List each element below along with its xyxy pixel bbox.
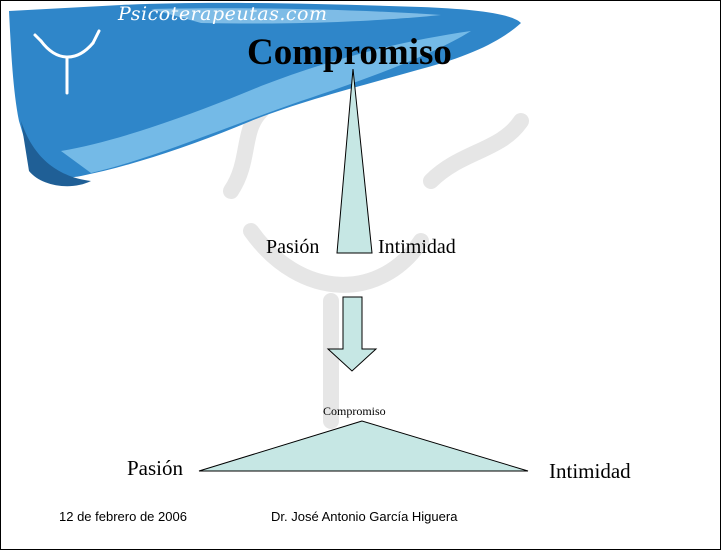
bottom-label-intimidad: Intimidad xyxy=(549,459,631,483)
brand-name: Psicoterapeutas.com xyxy=(118,3,328,25)
wide-triangle xyxy=(198,420,529,472)
brand-logo-icon xyxy=(33,29,101,95)
bottom-label-pasion: Pasión xyxy=(127,456,184,480)
top-label-intimidad: Intimidad xyxy=(378,236,456,258)
down-arrow xyxy=(326,296,378,372)
slide-title: Compromiso xyxy=(247,32,452,73)
top-label-pasion: Pasión xyxy=(266,236,320,258)
banner-swoosh xyxy=(9,2,521,187)
footer-date: 12 de febrero de 2006 xyxy=(59,509,187,524)
bottom-label-compromiso: Compromiso xyxy=(323,404,386,418)
footer-author: Dr. José Antonio García Higuera xyxy=(271,509,458,524)
tall-triangle xyxy=(336,68,373,254)
